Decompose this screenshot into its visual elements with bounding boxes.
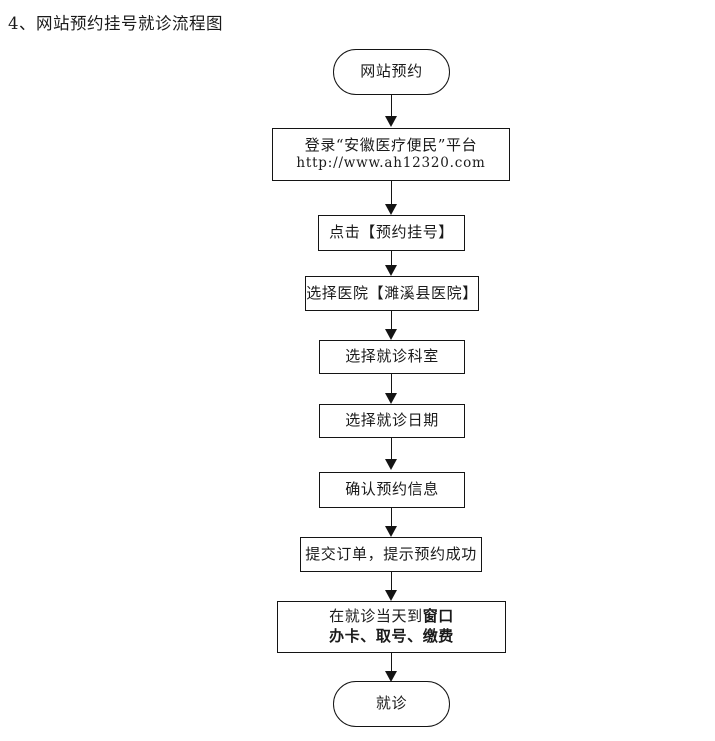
arrowhead-start-to-login xyxy=(384,116,397,127)
flow-node-confirm-info-label: 确认预约信息 xyxy=(345,480,439,499)
flow-node-click-appointment-label: 点击【预约挂号】 xyxy=(329,223,454,242)
flow-node-visit-window: 在就诊当天到窗口 办卡、取号、缴费 xyxy=(277,601,506,653)
flow-node-visit-window-line1-normal: 在就诊当天到 xyxy=(329,607,423,626)
flow-node-confirm-info: 确认预约信息 xyxy=(319,472,465,508)
flow-node-submit-order: 提交订单，提示预约成功 xyxy=(300,537,482,572)
page-title: 4、网站预约挂号就诊流程图 xyxy=(8,14,223,33)
flow-node-visit-window-line2: 办卡、取号、缴费 xyxy=(329,627,454,645)
flow-node-end-label: 就诊 xyxy=(375,694,408,713)
arrowhead-department-to-date xyxy=(384,393,397,404)
connector-window-to-end xyxy=(391,653,392,672)
arrowhead-hospital-to-department xyxy=(384,329,397,340)
flow-node-click-appointment: 点击【预约挂号】 xyxy=(318,215,465,251)
flow-node-submit-order-label: 提交订单，提示预约成功 xyxy=(305,544,477,563)
flow-node-login-label-line1: 登录“安徽医疗便民”平台 xyxy=(304,135,478,154)
flow-node-select-hospital: 选择医院【濉溪县医院】 xyxy=(305,276,479,311)
flow-node-login: 登录“安徽医疗便民”平台 http://www.ah12320.com xyxy=(272,128,510,181)
flow-node-select-hospital-label: 选择医院【濉溪县医院】 xyxy=(306,283,478,302)
connector-hospital-to-department xyxy=(391,311,392,330)
flow-node-visit-window-line1: 在就诊当天到窗口 xyxy=(329,607,454,627)
flow-node-select-date-label: 选择就诊日期 xyxy=(345,411,439,430)
flow-node-select-department-label: 选择就诊科室 xyxy=(345,347,439,366)
connector-start-to-login xyxy=(391,95,392,117)
connector-confirm-to-submit xyxy=(391,508,392,527)
flow-node-end: 就诊 xyxy=(333,681,450,727)
connector-login-to-click xyxy=(391,181,392,205)
flow-node-login-url: http://www.ah12320.com xyxy=(296,155,486,172)
arrowhead-click-to-hospital xyxy=(384,265,397,276)
arrowhead-date-to-confirm xyxy=(384,459,397,470)
connector-department-to-date xyxy=(391,374,392,394)
flow-node-select-department: 选择就诊科室 xyxy=(319,340,465,374)
flow-node-start: 网站预约 xyxy=(333,49,450,95)
arrowhead-confirm-to-submit xyxy=(384,526,397,537)
flow-node-visit-window-line1-bold: 窗口 xyxy=(422,607,454,626)
connector-submit-to-window xyxy=(391,572,392,591)
flow-node-start-label: 网站预约 xyxy=(360,62,423,81)
connector-date-to-confirm xyxy=(391,438,392,460)
arrowhead-submit-to-window xyxy=(384,590,397,601)
connector-click-to-hospital xyxy=(391,251,392,266)
arrowhead-login-to-click xyxy=(384,204,397,215)
flow-node-select-date: 选择就诊日期 xyxy=(319,404,465,438)
arrowhead-window-to-end xyxy=(384,671,397,682)
